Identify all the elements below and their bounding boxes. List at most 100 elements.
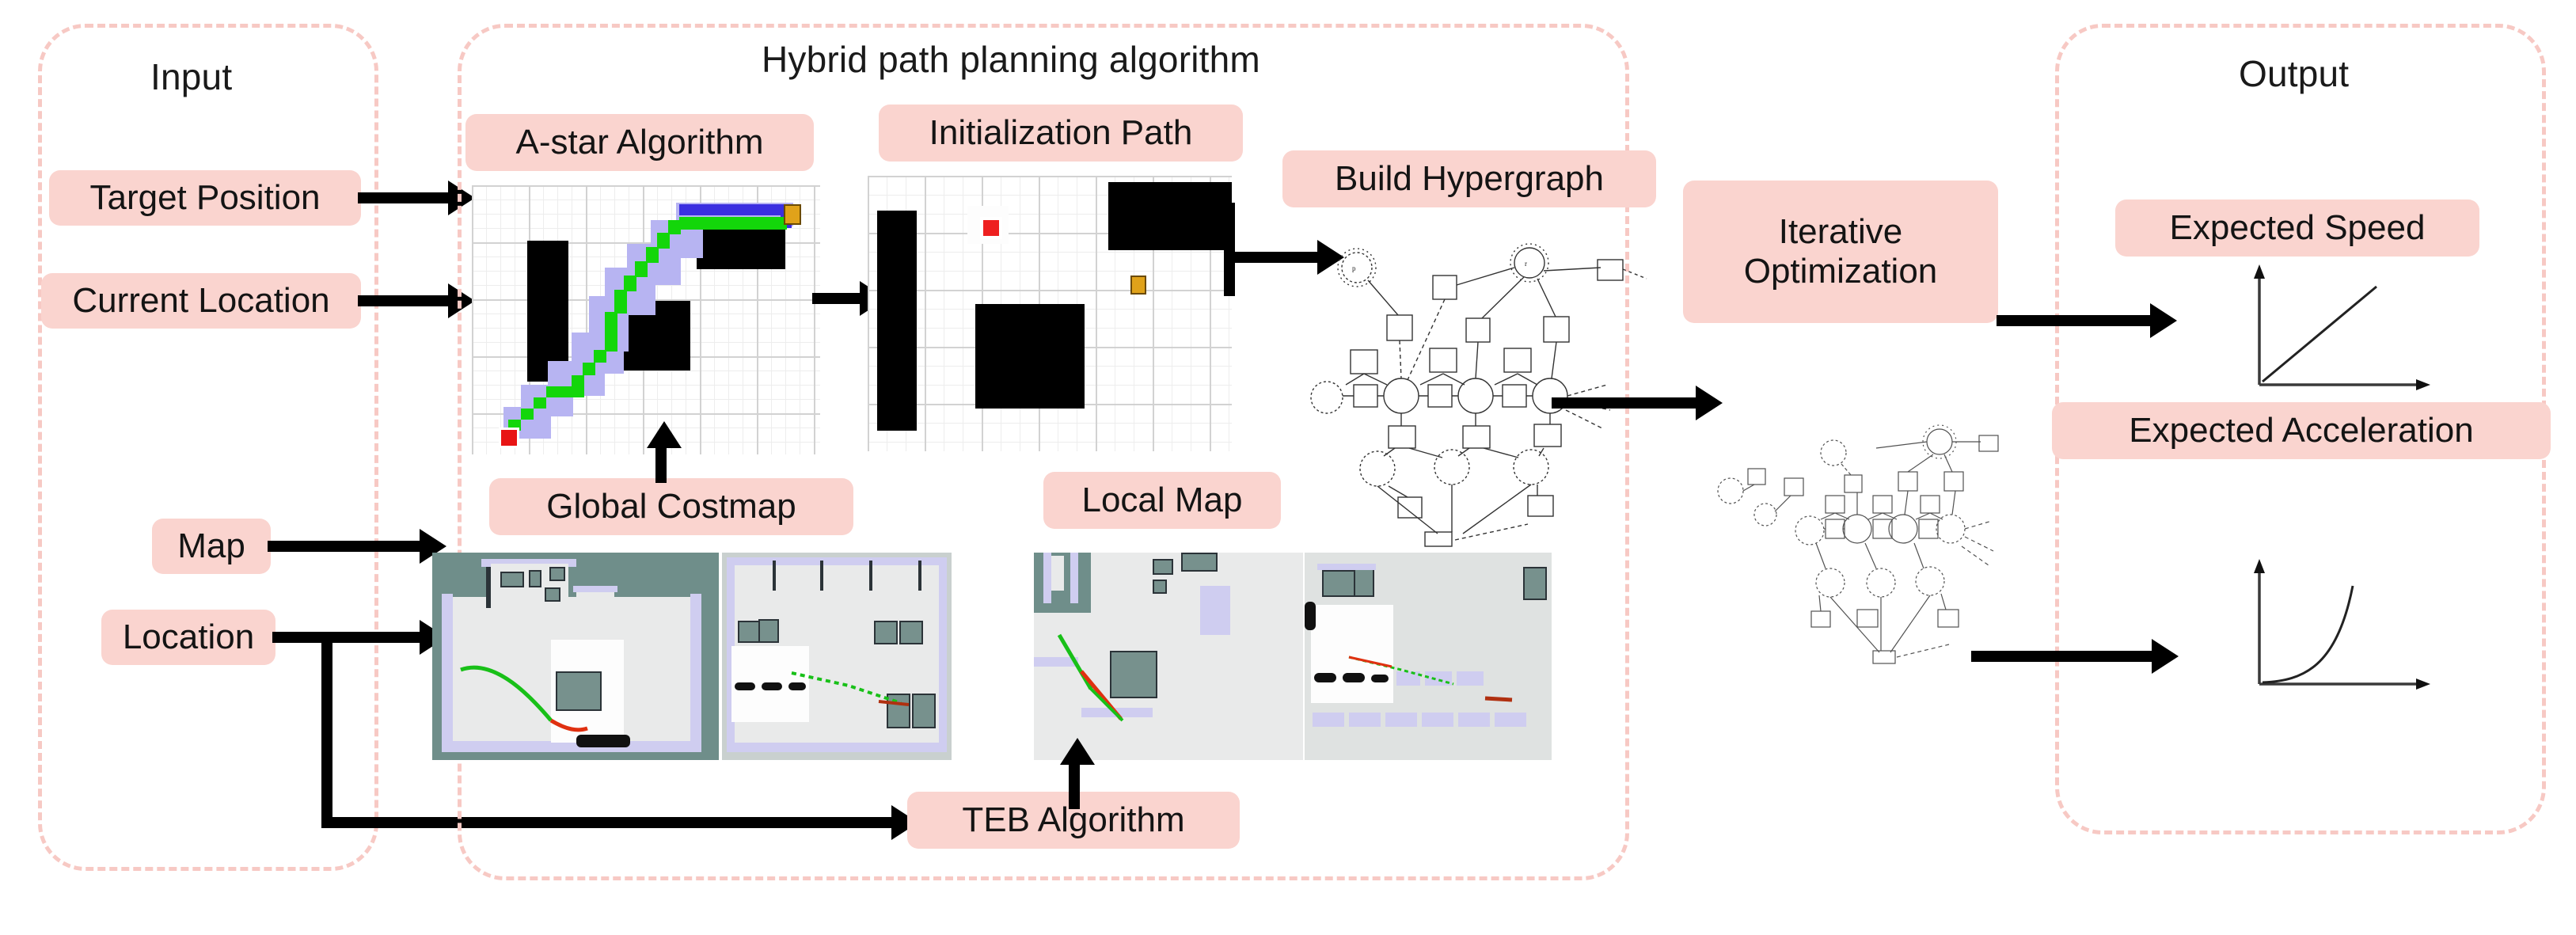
costmap-inflation-layer [939, 557, 947, 751]
local-map-inflation [1043, 553, 1051, 603]
input-map[interactable]: Map [152, 519, 271, 574]
arrow-hypergraph-to-optimization-head [1696, 386, 1723, 420]
astar-start-marker [499, 428, 519, 448]
costmap-obstacle-bar [576, 735, 630, 747]
arrow-teb-to-localmap [1069, 762, 1080, 809]
panel-input-title: Input [150, 56, 233, 97]
global-costmap-image-left [432, 553, 719, 760]
local-map-inflation [1349, 713, 1381, 727]
local-map-inflation [1034, 657, 1078, 667]
costmap-inflation-layer [727, 743, 947, 752]
astar-frontier-cells [679, 204, 788, 215]
arrow-init-to-hypergraph-vertical [1224, 203, 1235, 296]
stage-global-costmap[interactable]: Global Costmap [489, 478, 853, 535]
arrow-teb-to-localmap-head [1060, 738, 1095, 765]
arrow-location-to-costmap [272, 632, 426, 643]
local-map-obstacle [1354, 567, 1374, 597]
hypergraph-optimized-diagram [1686, 396, 2003, 697]
costmap-obstacle [912, 694, 936, 728]
local-map-plan [1057, 633, 1124, 722]
x-axis-arrowhead [2416, 678, 2430, 690]
acceleration-curve [2262, 585, 2354, 684]
costmap-obstacle [529, 570, 541, 587]
costmap-global-plan [460, 665, 588, 732]
costmap-wall [773, 561, 776, 591]
astar-path-cells [572, 375, 584, 388]
local-map-obstacle-bar [1371, 675, 1389, 682]
local-map-inflation [1495, 713, 1526, 727]
costmap-obstacle [500, 572, 524, 587]
input-target-position[interactable]: Target Position [49, 170, 361, 226]
astar-path-cells [646, 247, 659, 263]
iterative-optimization-line2: Optimization [1743, 252, 1938, 291]
costmap-wall [486, 561, 491, 608]
arrow-init-to-hypergraph-horizontal [1224, 252, 1325, 263]
arrow-location-branch-horizontal [321, 817, 898, 828]
stage-local-map[interactable]: Local Map [1043, 472, 1281, 529]
input-location[interactable]: Location [101, 610, 275, 665]
iterative-optimization-box[interactable]: Iterative Optimization [1683, 181, 1998, 323]
local-map-inflation [1313, 713, 1344, 727]
local-map-inflation [1317, 564, 1376, 570]
output-expected-acceleration[interactable]: Expected Acceleration [2052, 402, 2551, 459]
local-map-image-left [1034, 553, 1303, 760]
astar-path-cells [614, 290, 627, 314]
astar-path-cells [624, 276, 636, 291]
stage-initialization-path[interactable]: Initialization Path [879, 105, 1243, 162]
input-current-location[interactable]: Current Location [41, 273, 361, 329]
costmap-inflation-layer [442, 594, 453, 751]
arrow-location-branch-vertical [321, 632, 332, 828]
stage-a-star-algorithm[interactable]: A-star Algorithm [465, 114, 814, 171]
stage-build-hypergraph[interactable]: Build Hypergraph [1282, 150, 1656, 207]
local-map-inflation [1070, 553, 1078, 603]
astar-path-cells [657, 233, 670, 249]
costmap-obstacle-bar [762, 682, 782, 690]
svg-text:r: r [1525, 260, 1527, 268]
costmap-wall [918, 561, 921, 591]
local-map-inflation [1385, 713, 1417, 727]
astar-goal-marker [784, 204, 801, 225]
init-obstacle-left-column [877, 211, 917, 431]
local-map-scan-region [1311, 605, 1393, 703]
arrow-costmap-to-astar [655, 445, 667, 483]
y-axis-arrowhead [2254, 264, 2265, 279]
speed-curve [2262, 285, 2377, 383]
costmap-wall [869, 561, 872, 591]
arrow-target-to-astar-head [448, 181, 475, 215]
astar-path-cells [605, 312, 617, 352]
arrow-optimization-to-acceleration-head [2152, 639, 2179, 674]
init-obstacle-topright [1108, 182, 1232, 250]
arrow-target-to-astar [358, 192, 453, 203]
expected-acceleration-plot-svg [2254, 559, 2430, 690]
local-map-inflation [1425, 671, 1452, 686]
costmap-robot-footprint [556, 671, 602, 711]
costmap-inflation-layer [727, 557, 947, 565]
astar-path-cells [668, 220, 681, 234]
local-map-obstacle [1153, 559, 1173, 575]
local-map-obstacle [1322, 570, 1355, 597]
astar-path-cells [635, 261, 648, 277]
arrow-optimization-to-speed-head [2150, 303, 2177, 338]
astar-path-cells [679, 217, 787, 230]
costmap-obstacle [549, 567, 565, 581]
local-map-image-right [1305, 553, 1552, 760]
arrow-current-to-astar-head [448, 283, 475, 318]
costmap-obstacle [758, 619, 779, 643]
init-obstacle-center [975, 304, 1085, 409]
costmap-obstacle [874, 621, 898, 644]
astar-path-cells [594, 350, 606, 363]
y-axis-arrowhead [2254, 559, 2265, 573]
output-expected-speed[interactable]: Expected Speed [2115, 200, 2479, 257]
costmap-inflation-layer [727, 557, 735, 751]
local-map-inflation [1396, 671, 1420, 686]
astar-path-cells [583, 363, 595, 375]
local-map-inflation [1457, 671, 1484, 686]
x-axis-arrowhead [2416, 379, 2430, 390]
arrow-optimization-to-speed [1997, 315, 2156, 326]
panel-output-title: Output [2239, 53, 2350, 94]
global-costmap-image-right [722, 553, 952, 760]
local-map-robot-footprint [1110, 651, 1157, 698]
costmap-inflation-layer [690, 594, 701, 751]
